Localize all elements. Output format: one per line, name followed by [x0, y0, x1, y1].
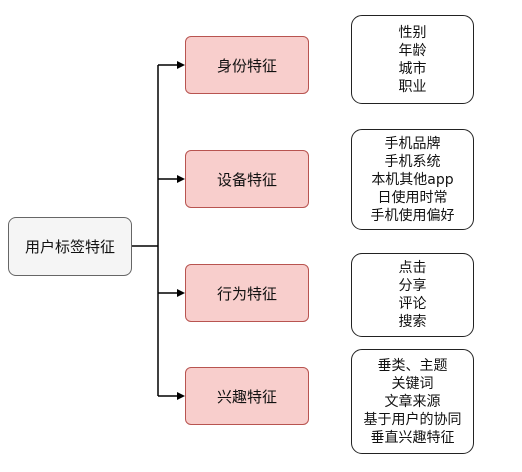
detail-item: 手机系统	[384, 153, 441, 170]
detail-item: 日使用时常	[377, 189, 448, 206]
detail-item: 垂直兴趣特征	[370, 429, 455, 446]
arrow-head-identity	[177, 61, 185, 69]
category-node-interest: 兴趣特征	[185, 367, 309, 425]
detail-item: 年龄	[398, 42, 427, 59]
detail-item: 性别	[398, 24, 427, 41]
category-label: 行为特征	[216, 284, 277, 303]
category-node-device: 设备特征	[185, 150, 309, 208]
category-label: 兴趣特征	[216, 387, 277, 406]
category-label: 设备特征	[216, 170, 277, 189]
detail-item: 垂类、主题	[377, 357, 448, 374]
detail-item: 城市	[398, 60, 427, 77]
detail-box-device: 手机品牌 手机系统 本机其他app 日使用时常 手机使用偏好	[351, 129, 474, 230]
detail-item: 关键词	[391, 375, 434, 392]
category-node-behavior: 行为特征	[185, 264, 309, 322]
root-node: 用户标签特征	[8, 217, 132, 276]
detail-item: 分享	[398, 278, 427, 294]
arrow-head-device	[177, 175, 185, 183]
detail-box-interest: 垂类、主题 关键词 文章来源 基于用户的协同 垂直兴趣特征	[351, 349, 474, 454]
detail-item: 手机品牌	[384, 135, 441, 152]
root-label: 用户标签特征	[24, 238, 115, 256]
arrow-head-behavior	[177, 289, 185, 297]
detail-item: 评论	[398, 296, 427, 312]
detail-item: 手机使用偏好	[370, 207, 455, 224]
detail-item: 职业	[398, 78, 427, 95]
detail-item: 搜索	[398, 314, 427, 330]
category-label: 身份特征	[216, 56, 277, 75]
detail-item: 点击	[398, 260, 427, 276]
detail-item: 基于用户的协同	[363, 411, 462, 428]
arrow-head-interest	[177, 392, 185, 400]
detail-item: 本机其他app	[371, 171, 454, 188]
detail-box-identity: 性别 年龄 城市 职业	[351, 15, 474, 104]
detail-item: 文章来源	[384, 393, 441, 410]
category-node-identity: 身份特征	[185, 36, 309, 94]
detail-box-behavior: 点击 分享 评论 搜索	[351, 253, 474, 337]
